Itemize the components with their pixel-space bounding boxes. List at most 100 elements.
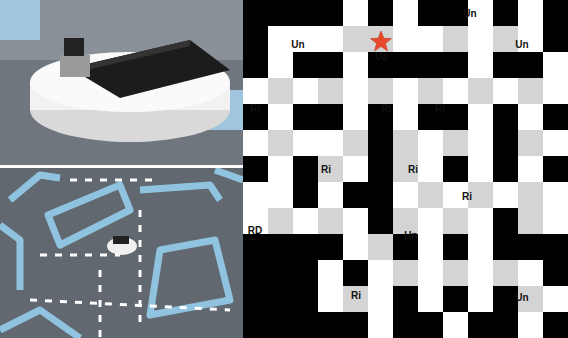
grid-cell	[493, 260, 518, 286]
grid-cell	[243, 104, 268, 130]
grid-cell	[418, 0, 443, 26]
grid-cell	[468, 312, 493, 338]
grid-cell	[293, 52, 318, 78]
grid-cell	[493, 156, 518, 182]
grid-cell	[243, 26, 268, 52]
grid-cell	[393, 286, 418, 312]
cell-label: RD	[248, 226, 262, 236]
grid-cell	[543, 156, 568, 182]
cell-label: Un	[463, 9, 476, 19]
grid-cell	[443, 286, 468, 312]
grid-ground	[243, 0, 568, 338]
cell-label: Ri	[462, 192, 472, 202]
grid-cell	[493, 130, 518, 156]
grid-cell	[543, 104, 568, 130]
grid-cell	[368, 156, 393, 182]
grid-cell	[493, 234, 518, 260]
grid-cell	[318, 208, 343, 234]
grid-cell	[493, 286, 518, 312]
grid-cell	[493, 104, 518, 130]
grid-cell	[518, 52, 543, 78]
grid-cell	[318, 156, 343, 182]
cell-label: Ri	[351, 291, 361, 301]
grid-cell	[468, 78, 493, 104]
grid-cell	[368, 104, 393, 130]
grid-cell	[518, 208, 543, 234]
grid-cell	[543, 234, 568, 260]
grid-cell	[518, 78, 543, 104]
grid-cell	[393, 260, 418, 286]
grid-cell	[493, 208, 518, 234]
grid-cell	[418, 78, 443, 104]
grid-cell	[393, 130, 418, 156]
grid-cell	[293, 260, 318, 286]
grid-cell	[443, 26, 468, 52]
cell-label: Un	[515, 40, 528, 50]
grid-cell	[243, 156, 268, 182]
grid-cell	[443, 208, 468, 234]
grid-cell	[268, 286, 293, 312]
grid-cell	[543, 26, 568, 52]
grid-cell	[268, 78, 293, 104]
grid-cell	[368, 52, 393, 78]
grid-cell	[368, 0, 393, 26]
grid-cell	[543, 0, 568, 26]
grid-cell	[518, 234, 543, 260]
grid-cell	[293, 104, 318, 130]
grid-cell	[318, 104, 343, 130]
cell-label: Ri	[408, 165, 418, 175]
grid-cell	[443, 260, 468, 286]
grid-cell	[343, 182, 368, 208]
grid-cell	[343, 26, 368, 52]
grid-cell	[368, 208, 393, 234]
grid-cell	[343, 130, 368, 156]
grid-cell	[518, 130, 543, 156]
grid-cell	[293, 182, 318, 208]
grid-cell	[243, 52, 268, 78]
grid-cell	[243, 0, 268, 26]
grid-cell	[318, 234, 343, 260]
grid-cell	[443, 234, 468, 260]
grid-cell	[343, 312, 368, 338]
grid-cell	[293, 156, 318, 182]
grid-cell	[268, 208, 293, 234]
grid-cell	[493, 0, 518, 26]
grid-cell	[418, 52, 443, 78]
grid-cell	[243, 234, 268, 260]
grid-cell	[368, 182, 393, 208]
cell-label: Un	[515, 293, 528, 303]
grid-cell	[418, 182, 443, 208]
grid-cell	[268, 260, 293, 286]
cell-label: Un	[291, 40, 304, 50]
grid-cell	[443, 52, 468, 78]
cell-label: Up	[375, 52, 388, 62]
grid-cell	[293, 312, 318, 338]
grid-cell	[268, 312, 293, 338]
grid-cell	[393, 156, 418, 182]
grid-cell	[293, 0, 318, 26]
grid-cell	[243, 286, 268, 312]
grid-cell	[443, 156, 468, 182]
grid-cell	[343, 260, 368, 286]
grid-cell	[268, 234, 293, 260]
grid-cell	[443, 104, 468, 130]
cell-label: Ri	[321, 165, 331, 175]
cell-label: Un	[404, 231, 417, 241]
grid-cell	[543, 312, 568, 338]
grid-cell	[443, 130, 468, 156]
cell-label: Ri	[250, 104, 260, 114]
grid-cell	[243, 312, 268, 338]
grid-cell	[318, 78, 343, 104]
grid-cell	[268, 0, 293, 26]
grid-cell	[318, 52, 343, 78]
robot-photos	[0, 0, 243, 338]
cell-label: Ri	[381, 104, 391, 114]
grid-cell	[293, 234, 318, 260]
grid-cell	[343, 286, 368, 312]
grid-cell	[518, 182, 543, 208]
grid-cell	[493, 52, 518, 78]
grid-cell	[243, 260, 268, 286]
